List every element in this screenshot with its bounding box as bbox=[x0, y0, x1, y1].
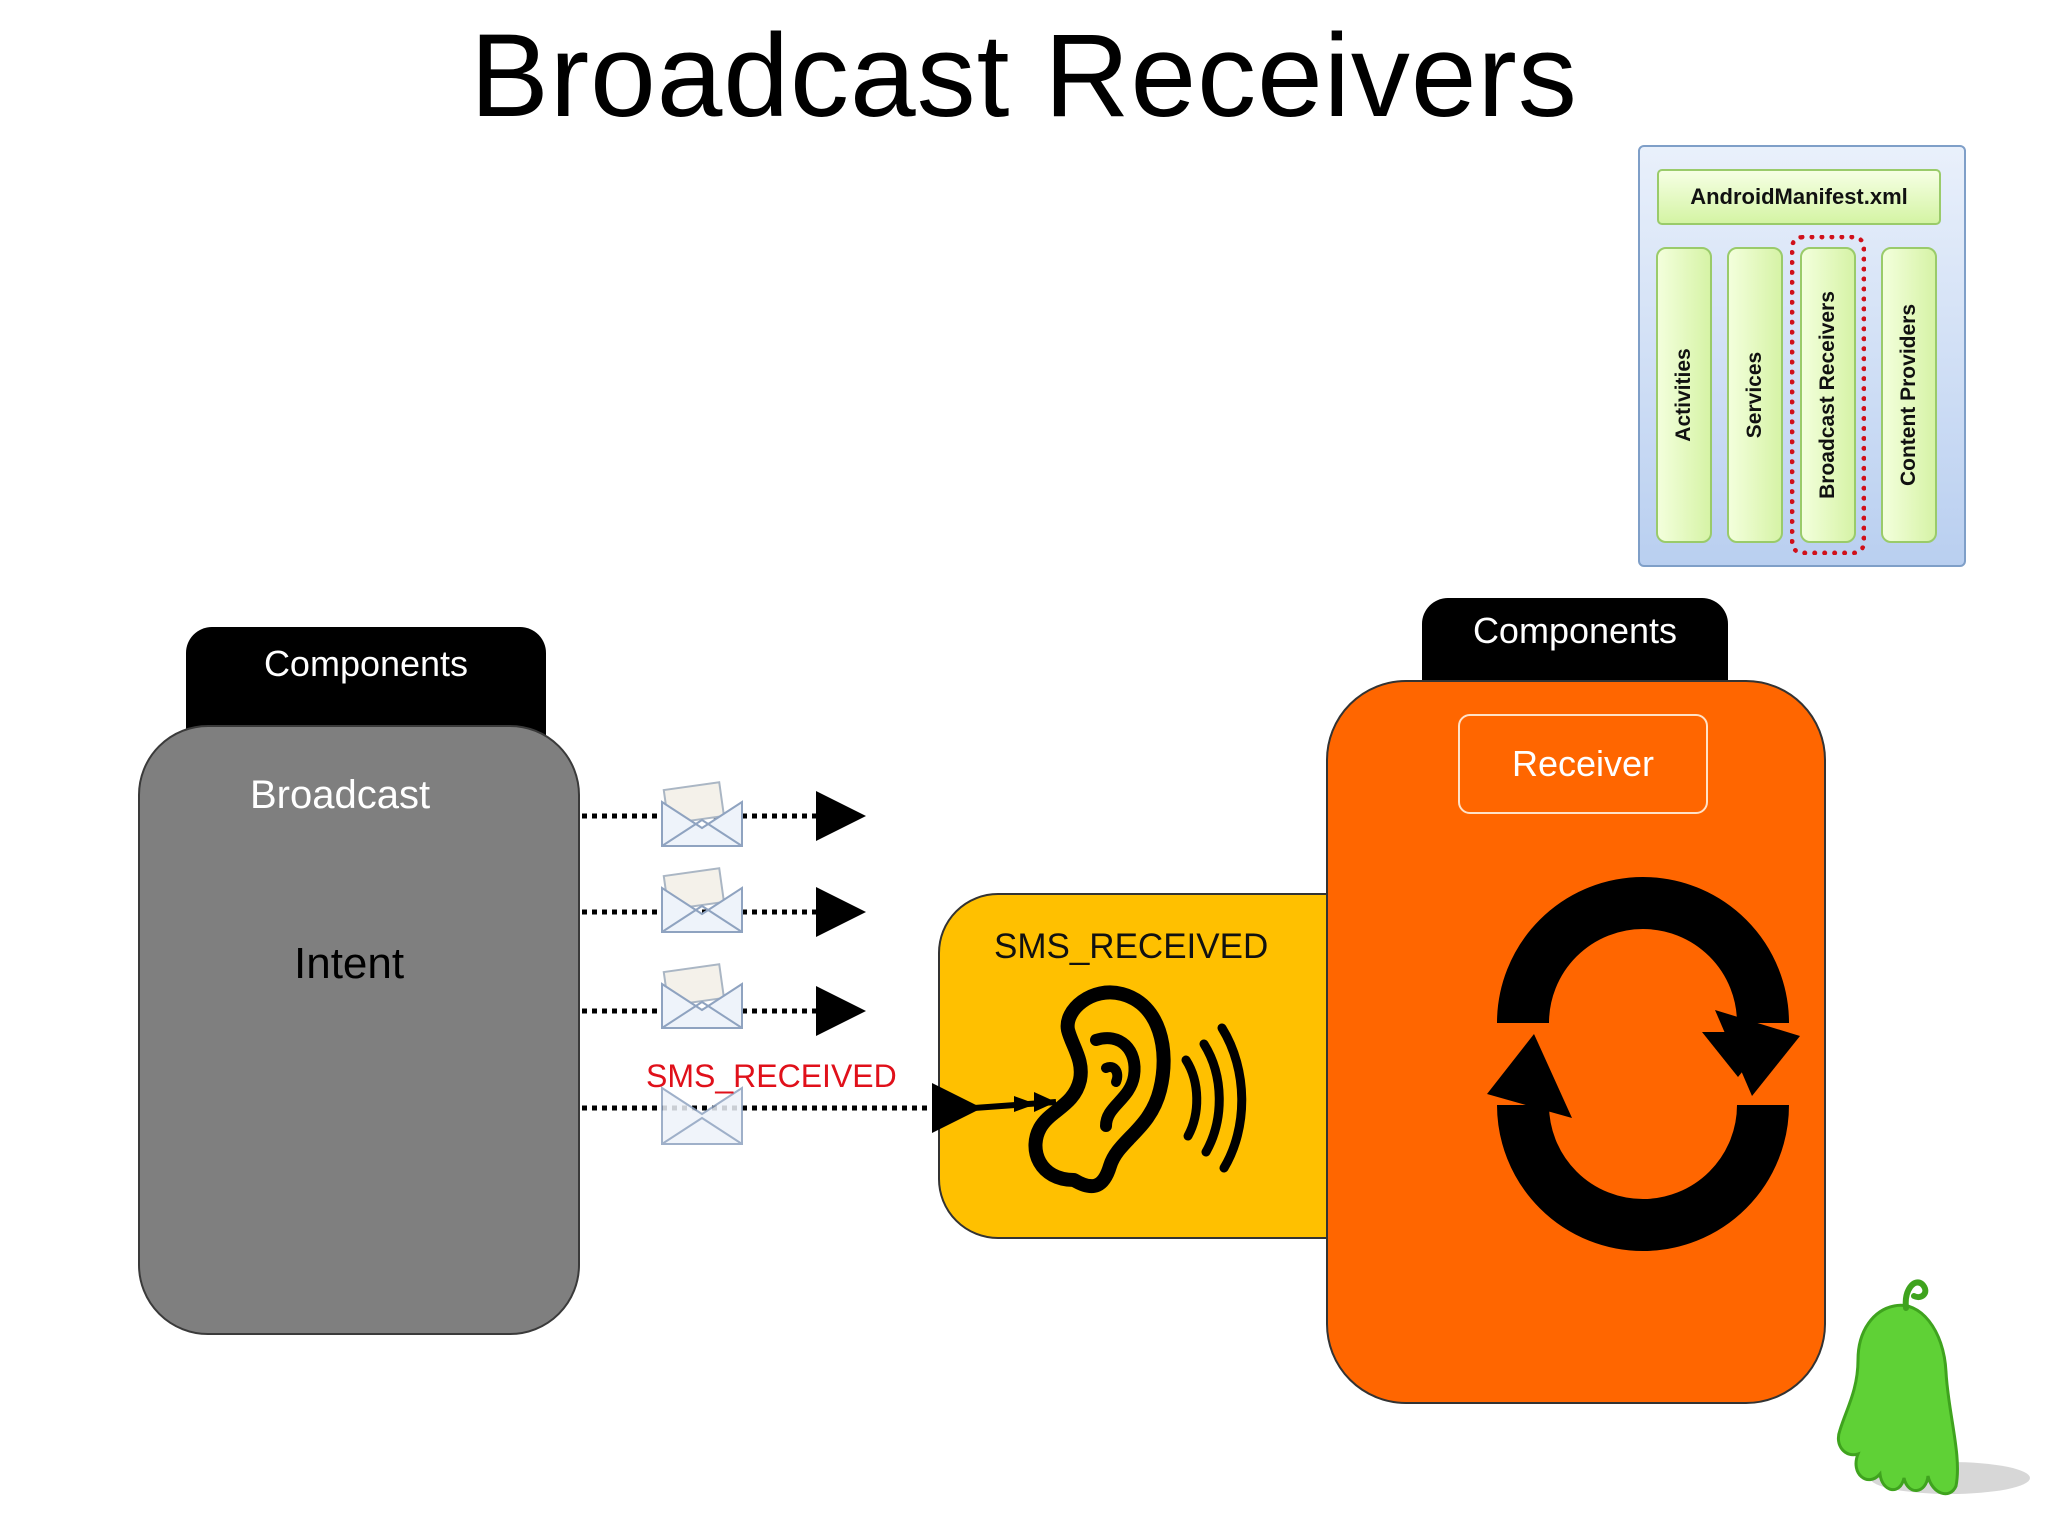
receiver-label: Receiver bbox=[1458, 714, 1708, 814]
broadcast-label: Broadcast bbox=[250, 773, 431, 817]
components-tab-label: Components bbox=[1472, 610, 1678, 651]
manifest-column-services: Services bbox=[1727, 247, 1783, 543]
manifest-column-broadcast-receivers: Broadcast Receivers bbox=[1800, 247, 1856, 543]
intent-label: Intent bbox=[294, 939, 405, 988]
intent-filter-label: SMS_RECEIVED bbox=[994, 927, 1269, 966]
page-title: Broadcast Receivers bbox=[470, 10, 1578, 142]
manifest-column-content-providers: Content Providers bbox=[1881, 247, 1937, 543]
ear-icon bbox=[973, 985, 1247, 1194]
envelope-icon bbox=[661, 1086, 743, 1145]
manifest-column-activities: Activities bbox=[1656, 247, 1712, 543]
envelope-icon bbox=[661, 781, 743, 847]
envelope-icon bbox=[661, 867, 743, 933]
envelope-icon bbox=[661, 963, 743, 1029]
manifest-highlight bbox=[1790, 235, 1866, 555]
broadcast-component: Broadcast Intent bbox=[138, 725, 580, 1335]
sms-received-arrow-label: SMS_RECEIVED bbox=[646, 1058, 897, 1094]
refresh-cycle-icon bbox=[1487, 877, 1800, 1251]
manifest-file-label: AndroidManifest.xml bbox=[1657, 169, 1941, 225]
broadcast-arrows bbox=[582, 791, 982, 1133]
manifest-panel: AndroidManifest.xml Activities Services … bbox=[1638, 145, 1966, 567]
components-tab-label: Components bbox=[263, 643, 469, 684]
android-mascot-icon bbox=[1837, 1279, 2030, 1496]
